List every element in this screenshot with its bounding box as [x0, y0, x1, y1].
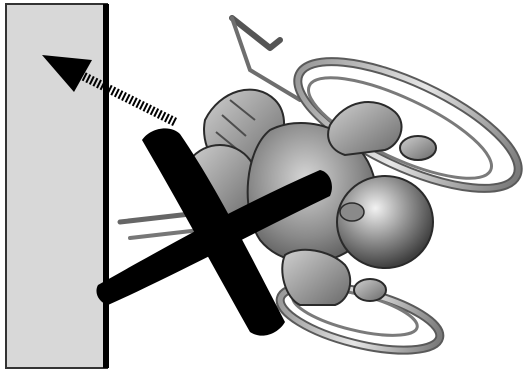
- arm-right: [327, 101, 437, 161]
- dotted-arrow-icon: [42, 55, 178, 127]
- wheel-top: [293, 57, 523, 193]
- arm-left: [281, 248, 387, 306]
- head: [336, 175, 434, 269]
- x-cross-icon: [96, 128, 332, 336]
